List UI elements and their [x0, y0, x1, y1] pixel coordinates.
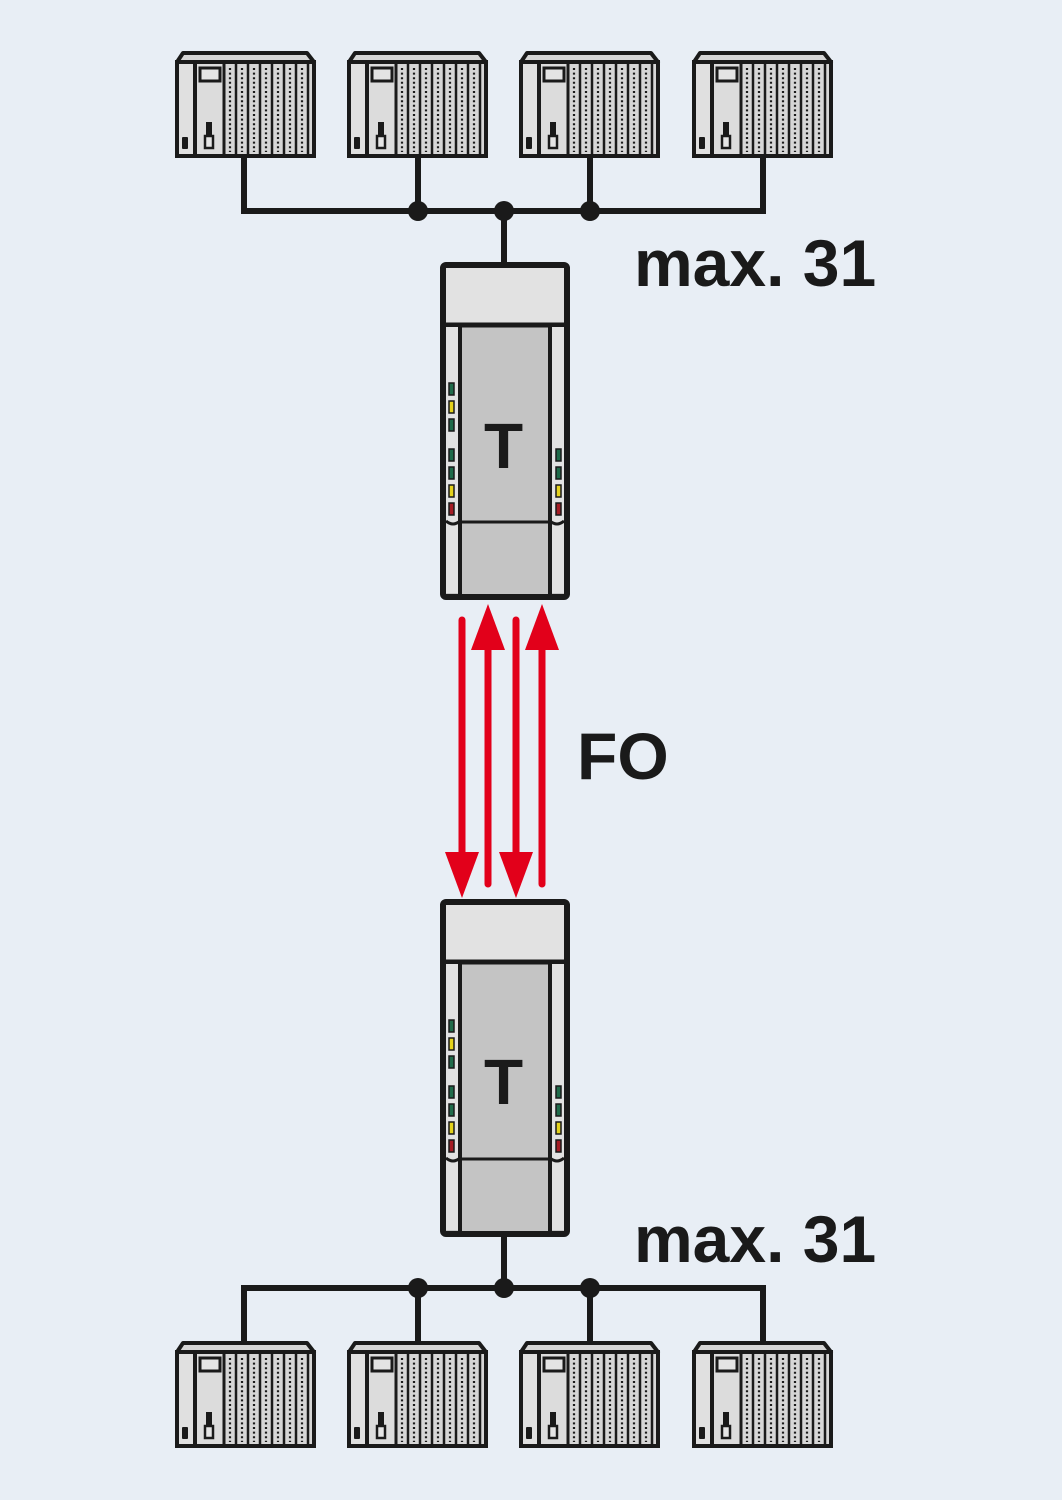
plc-device-icon — [692, 51, 833, 158]
junction-dot-icon — [580, 1278, 600, 1298]
junction-dot-icon — [580, 201, 600, 221]
fiber-optic-link — [445, 604, 559, 898]
plc-device-icon — [175, 51, 316, 158]
junction-dot-icon — [408, 201, 428, 221]
bottom-bus-junctions — [408, 1278, 600, 1298]
junction-dot-icon — [408, 1278, 428, 1298]
plc-device-icon — [175, 1341, 316, 1448]
bottom-converter-label: T — [484, 1046, 524, 1118]
arrow-up-icon — [471, 604, 505, 650]
arrow-down-icon — [445, 852, 479, 898]
plc-device-icon — [692, 1341, 833, 1448]
fiber-optic-label: FO — [577, 719, 669, 793]
top-max-devices-label: max. 31 — [634, 226, 877, 300]
arrow-down-icon — [499, 852, 533, 898]
arrow-up-icon — [525, 604, 559, 650]
plc-device-icon — [519, 51, 660, 158]
top-converter-label: T — [484, 410, 524, 482]
plc-device-icon — [347, 51, 488, 158]
junction-dot-icon — [494, 1278, 514, 1298]
bottom-device-group — [175, 1341, 833, 1448]
plc-device-icon — [347, 1341, 488, 1448]
plc-device-icon — [519, 1341, 660, 1448]
top-bus-junctions — [408, 201, 600, 221]
bottom-max-devices-label: max. 31 — [634, 1202, 877, 1276]
junction-dot-icon — [494, 201, 514, 221]
top-device-group — [175, 51, 833, 158]
